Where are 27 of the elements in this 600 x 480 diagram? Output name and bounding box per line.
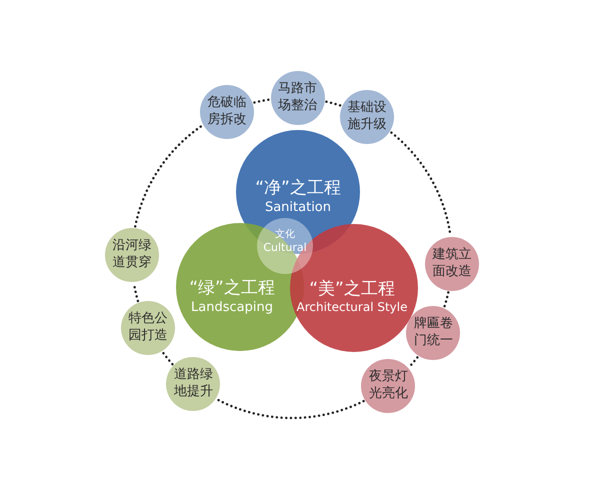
dotted-connector bbox=[443, 291, 450, 308]
topic-label: 夜景灯光亮化 bbox=[368, 368, 408, 403]
topic-circle bbox=[166, 357, 220, 412]
circle-title: “绿”之工程 bbox=[189, 278, 275, 300]
topic-label: 特色公园打造 bbox=[128, 311, 168, 346]
dotted-connector bbox=[162, 352, 174, 366]
circle-title: “美”之工程 bbox=[309, 278, 395, 300]
dotted-connector bbox=[390, 131, 452, 236]
circle-subtitle: Architectural Style bbox=[296, 300, 408, 316]
circle-title: “净”之工程 bbox=[255, 178, 341, 200]
topic-label: 道路绿地提升 bbox=[173, 367, 214, 401]
topic-label: 马路市场整治 bbox=[277, 81, 318, 115]
topic-label: 危破临房拆改 bbox=[206, 94, 248, 129]
topic-circle bbox=[340, 90, 394, 144]
dotted-connector bbox=[134, 124, 203, 228]
dotted-connector bbox=[253, 98, 270, 104]
dotted-connector bbox=[408, 356, 419, 368]
overlap-title: 文化 bbox=[275, 228, 295, 242]
dotted-connector bbox=[325, 100, 342, 107]
topic-label: 基础设施升级 bbox=[346, 100, 388, 134]
topic-label: 建筑立面改造 bbox=[432, 246, 472, 280]
circle-subtitle: Sanitation bbox=[264, 200, 332, 216]
dotted-connector bbox=[216, 398, 365, 420]
circle-subtitle: Landscaping bbox=[191, 300, 273, 316]
topic-label: 沿河绿道贯穿 bbox=[112, 238, 152, 272]
topic-circle bbox=[361, 358, 416, 413]
topic-label: 牌匾卷门统一 bbox=[413, 316, 454, 350]
